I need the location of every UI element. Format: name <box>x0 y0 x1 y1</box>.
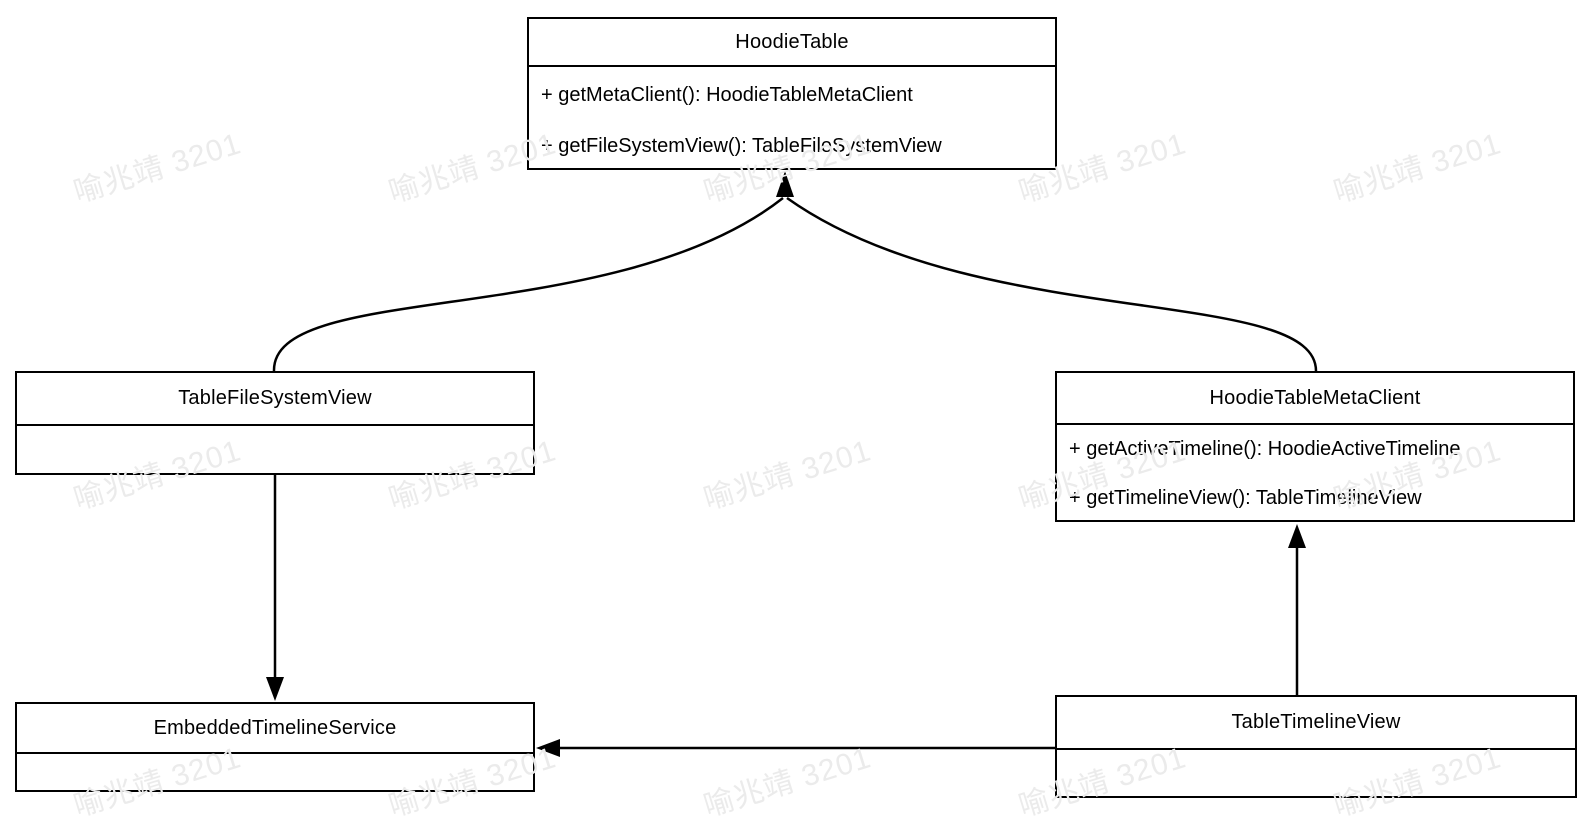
edge-hoodie-table-meta-client-to-hoodie-table <box>786 196 1318 372</box>
class-name-label: EmbeddedTimelineService <box>17 704 533 754</box>
class-name-label: HoodieTable <box>529 19 1055 67</box>
watermark-text: 喻兆靖 3201 <box>699 741 876 818</box>
method-label: + getTimelineView(): TableTimelineView <box>1069 487 1422 509</box>
method-label: + getActiveTimeline(): HoodieActiveTimel… <box>1069 438 1461 460</box>
class-box-table-timeline-view: TableTimelineView <box>1055 695 1577 798</box>
method-label: + getFileSystemView(): TableFileSystemVi… <box>541 135 942 157</box>
arrowhead-left-into-embedded-timeline-service <box>536 739 560 757</box>
watermark-text: 喻兆靖 3201 <box>699 434 876 517</box>
class-name-label: TableTimelineView <box>1057 697 1575 750</box>
method-label: + getMetaClient(): HoodieTableMetaClient <box>541 84 913 106</box>
watermark-text: 喻兆靖 3201 <box>1329 127 1506 210</box>
arrowhead-up-into-hoodie-table-meta-client <box>1288 524 1306 548</box>
class-name-label: TableFileSystemView <box>17 373 533 426</box>
class-box-table-file-system-view: TableFileSystemView <box>15 371 535 475</box>
class-methods-section: + getActiveTimeline(): HoodieActiveTimel… <box>1057 425 1573 523</box>
class-box-embedded-timeline-service: EmbeddedTimelineService <box>15 702 535 792</box>
class-box-hoodie-table: HoodieTable + getMetaClient(): HoodieTab… <box>527 17 1057 170</box>
watermark-text: 喻兆靖 3201 <box>69 127 246 210</box>
edge-table-file-system-view-to-hoodie-table <box>272 197 784 372</box>
arrowhead-down-into-embedded-timeline-service <box>266 677 284 701</box>
arrowhead-up-into-hoodie-table <box>776 171 794 197</box>
class-methods-section: + getMetaClient(): HoodieTableMetaClient… <box>529 67 1055 172</box>
class-name-label: HoodieTableMetaClient <box>1057 373 1573 425</box>
class-box-hoodie-table-meta-client: HoodieTableMetaClient + getActiveTimelin… <box>1055 371 1575 522</box>
